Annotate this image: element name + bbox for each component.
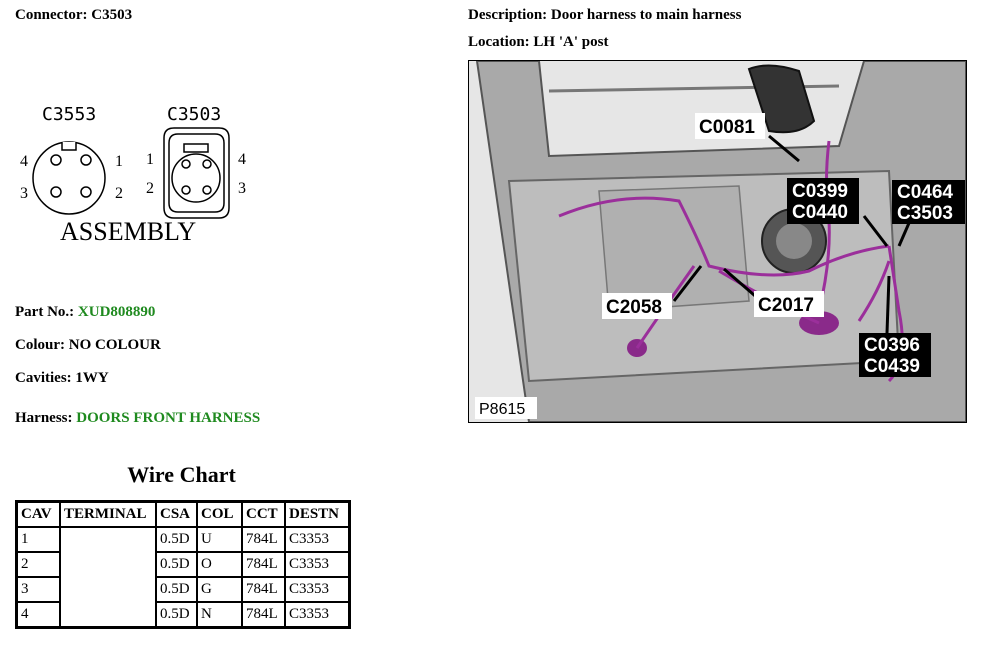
cell-cav: 2 bbox=[15, 551, 61, 578]
part-no-line: Part No.: XUD808890 bbox=[15, 304, 155, 321]
table-row: 4 0.5D N 784L C3353 bbox=[15, 601, 351, 629]
callout-c0440: C0440 bbox=[792, 202, 848, 223]
header-cav: CAV bbox=[15, 500, 61, 528]
header-terminal: TERMINAL bbox=[59, 500, 157, 528]
figure-reference: P8615 bbox=[479, 401, 525, 418]
location-value: LH 'A' post bbox=[533, 34, 609, 50]
cavities-line: Cavities: 1WY bbox=[15, 370, 109, 387]
right-connector-face bbox=[163, 127, 230, 219]
cell-cct: 784L bbox=[241, 576, 286, 603]
harness-link[interactable]: DOORS FRONT HARNESS bbox=[76, 410, 261, 426]
left-connector-face bbox=[32, 141, 106, 215]
connector-line: Connector: C3503 bbox=[15, 7, 132, 24]
left-pin-1: 1 bbox=[115, 153, 123, 170]
cell-cct: 784L bbox=[241, 526, 286, 553]
cell-csa: 0.5D bbox=[155, 551, 198, 578]
cell-destn: C3353 bbox=[284, 551, 351, 578]
cell-destn: C3353 bbox=[284, 576, 351, 603]
cell-cav: 4 bbox=[15, 601, 61, 629]
colour-label: Colour: bbox=[15, 337, 65, 353]
callout-arrows bbox=[672, 134, 911, 334]
callout-c2017: C2017 bbox=[758, 295, 814, 316]
colour-line: Colour: NO COLOUR bbox=[15, 337, 161, 354]
cell-col: U bbox=[196, 526, 243, 553]
callout-c0396: C0396 bbox=[864, 335, 920, 356]
cavities-value: 1WY bbox=[75, 370, 109, 386]
description-label: Description: bbox=[468, 7, 548, 23]
callout-c0439: C0439 bbox=[864, 356, 920, 377]
assembly-caption: ASSEMBLY bbox=[60, 217, 196, 246]
callout-labels: C0081 C0399 C0440 C0464 C3503 C2058 C201… bbox=[602, 113, 965, 377]
part-no-link[interactable]: XUD808890 bbox=[77, 304, 156, 320]
cell-csa: 0.5D bbox=[155, 526, 198, 553]
right-pin-1: 1 bbox=[146, 151, 154, 168]
callout-c0081: C0081 bbox=[699, 117, 755, 138]
wire-chart-title: Wire Chart bbox=[127, 462, 236, 487]
cell-col: G bbox=[196, 576, 243, 603]
part-no-label: Part No.: bbox=[15, 304, 75, 320]
wire-chart-table: CAV TERMINAL CSA COL CCT DESTN 1 0.5D U … bbox=[15, 500, 351, 629]
header-csa: CSA bbox=[155, 500, 198, 528]
door-illustration: C0081 C0399 C0440 C0464 C3503 C2058 C201… bbox=[475, 61, 966, 422]
connector-assembly-diagram: C3553 C3503 4 1 3 2 1 4 2 3 ASSEMBLY bbox=[20, 104, 246, 246]
left-pin-3: 3 bbox=[20, 185, 28, 202]
left-pin-4: 4 bbox=[20, 153, 28, 170]
cavities-label: Cavities: bbox=[15, 370, 72, 386]
location-line: Location: LH 'A' post bbox=[468, 34, 608, 51]
callout-c3503: C3503 bbox=[897, 203, 953, 224]
harness-line: Harness: DOORS FRONT HARNESS bbox=[15, 410, 260, 427]
cell-cct: 784L bbox=[241, 601, 286, 629]
cell-cav: 1 bbox=[15, 526, 61, 553]
right-pin-4: 4 bbox=[238, 151, 246, 168]
table-row: 1 0.5D U 784L C3353 bbox=[15, 526, 351, 629]
cell-col: O bbox=[196, 551, 243, 578]
right-pin-3: 3 bbox=[238, 180, 246, 197]
wire-chart-header-row: CAV TERMINAL CSA COL CCT DESTN bbox=[15, 500, 351, 528]
harness-label: Harness: bbox=[15, 410, 73, 426]
location-illustration: C0081 C0399 C0440 C0464 C3503 C2058 C201… bbox=[468, 60, 967, 423]
left-pin-2: 2 bbox=[115, 185, 123, 202]
table-row: 3 0.5D G 784L C3353 bbox=[15, 576, 351, 603]
description-value: Door harness to main harness bbox=[550, 7, 742, 23]
cell-csa: 0.5D bbox=[155, 576, 198, 603]
left-connector-name: C3553 bbox=[42, 104, 96, 125]
callout-c0399: C0399 bbox=[792, 181, 848, 202]
cell-destn: C3353 bbox=[284, 601, 351, 629]
mirror-shape bbox=[747, 64, 816, 134]
right-connector-name: C3503 bbox=[167, 104, 221, 125]
callout-c0464: C0464 bbox=[897, 182, 953, 203]
right-pin-2: 2 bbox=[146, 180, 154, 197]
location-label: Location: bbox=[468, 34, 530, 50]
header-col: COL bbox=[196, 500, 243, 528]
cell-terminal bbox=[59, 526, 157, 629]
connector-label: Connector: bbox=[15, 7, 88, 23]
cell-cct: 784L bbox=[241, 551, 286, 578]
header-destn: DESTN bbox=[284, 500, 351, 528]
cell-csa: 0.5D bbox=[155, 601, 198, 629]
connector-value: C3503 bbox=[91, 7, 133, 23]
callout-c2058: C2058 bbox=[606, 297, 662, 318]
table-row: 2 0.5D O 784L C3353 bbox=[15, 551, 351, 578]
description-line: Description: Door harness to main harnes… bbox=[468, 7, 741, 24]
cell-destn: C3353 bbox=[284, 526, 351, 553]
header-cct: CCT bbox=[241, 500, 286, 528]
cell-col: N bbox=[196, 601, 243, 629]
colour-value: NO COLOUR bbox=[68, 337, 161, 353]
cell-cav: 3 bbox=[15, 576, 61, 603]
